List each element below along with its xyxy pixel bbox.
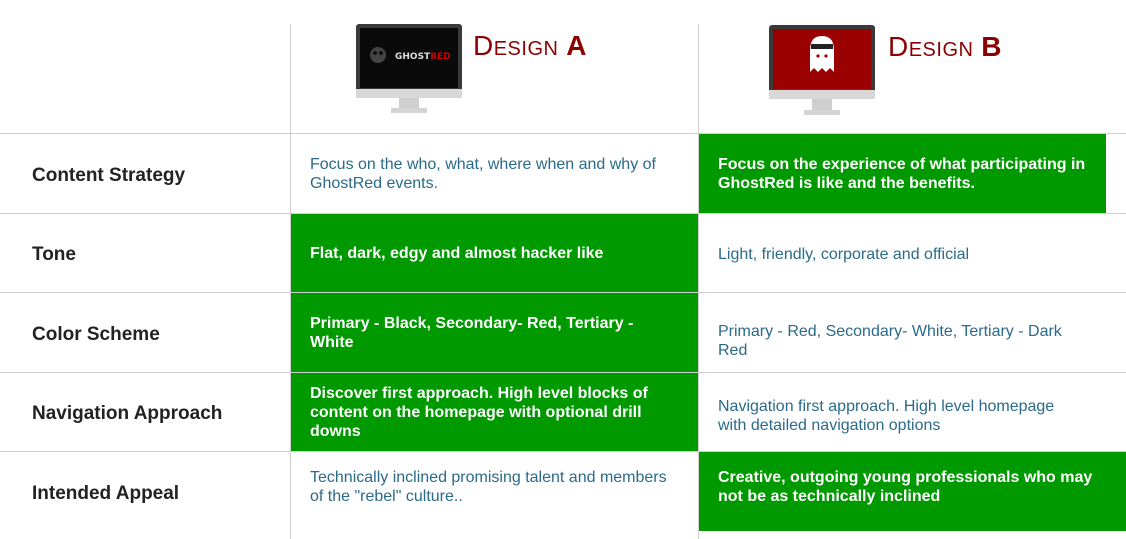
column-divider-b <box>698 24 699 539</box>
row-label-tone: Tone <box>32 244 76 265</box>
row-divider <box>0 213 1126 214</box>
design-a-title: Design A <box>473 30 587 62</box>
row-label-content-strategy: Content Strategy <box>32 165 186 186</box>
row-label-color-scheme: Color Scheme <box>32 324 160 345</box>
cell-color-scheme-b: Primary - Red, Secondary- White, Tertiar… <box>718 323 1062 359</box>
design-a-title-prefix: Design <box>473 30 559 61</box>
monitor-design-b-icon <box>769 25 875 115</box>
cell-tone-b: Light, friendly, corporate and official <box>718 246 970 263</box>
row-divider <box>0 372 1126 373</box>
design-b-title: Design B <box>888 31 1002 63</box>
design-b-title-prefix: Design <box>888 31 974 62</box>
cell-navigation-approach-a: Discover first approach. High level bloc… <box>291 373 698 451</box>
row-label-navigation-approach: Navigation Approach <box>32 403 223 424</box>
row-divider <box>0 133 1126 134</box>
cell-content-strategy-a: Focus on the who, what, where when and w… <box>310 156 656 192</box>
svg-text:GHOSTRED: GHOSTRED <box>395 52 451 62</box>
row-label-intended-appeal: Intended Appeal <box>32 483 180 504</box>
cell-tone-a: Flat, dark, edgy and almost hacker like <box>291 214 698 292</box>
cell-intended-appeal-a: Technically inclined promising talent an… <box>310 469 667 505</box>
column-divider-a <box>290 24 291 539</box>
row-divider <box>0 292 1126 293</box>
design-b-title-letter: B <box>981 31 1002 62</box>
row-divider <box>0 451 1126 452</box>
cell-color-scheme-a: Primary - Black, Secondary- Red, Tertiar… <box>291 293 698 372</box>
cell-content-strategy-b: Focus on the experience of what particip… <box>699 134 1106 213</box>
cell-navigation-approach-b: Navigation first approach. High level ho… <box>718 398 1055 434</box>
monitor-design-a-icon: GHOSTRED <box>356 24 462 113</box>
design-a-title-letter: A <box>566 30 587 61</box>
cell-intended-appeal-b: Creative, outgoing young professionals w… <box>699 452 1126 531</box>
